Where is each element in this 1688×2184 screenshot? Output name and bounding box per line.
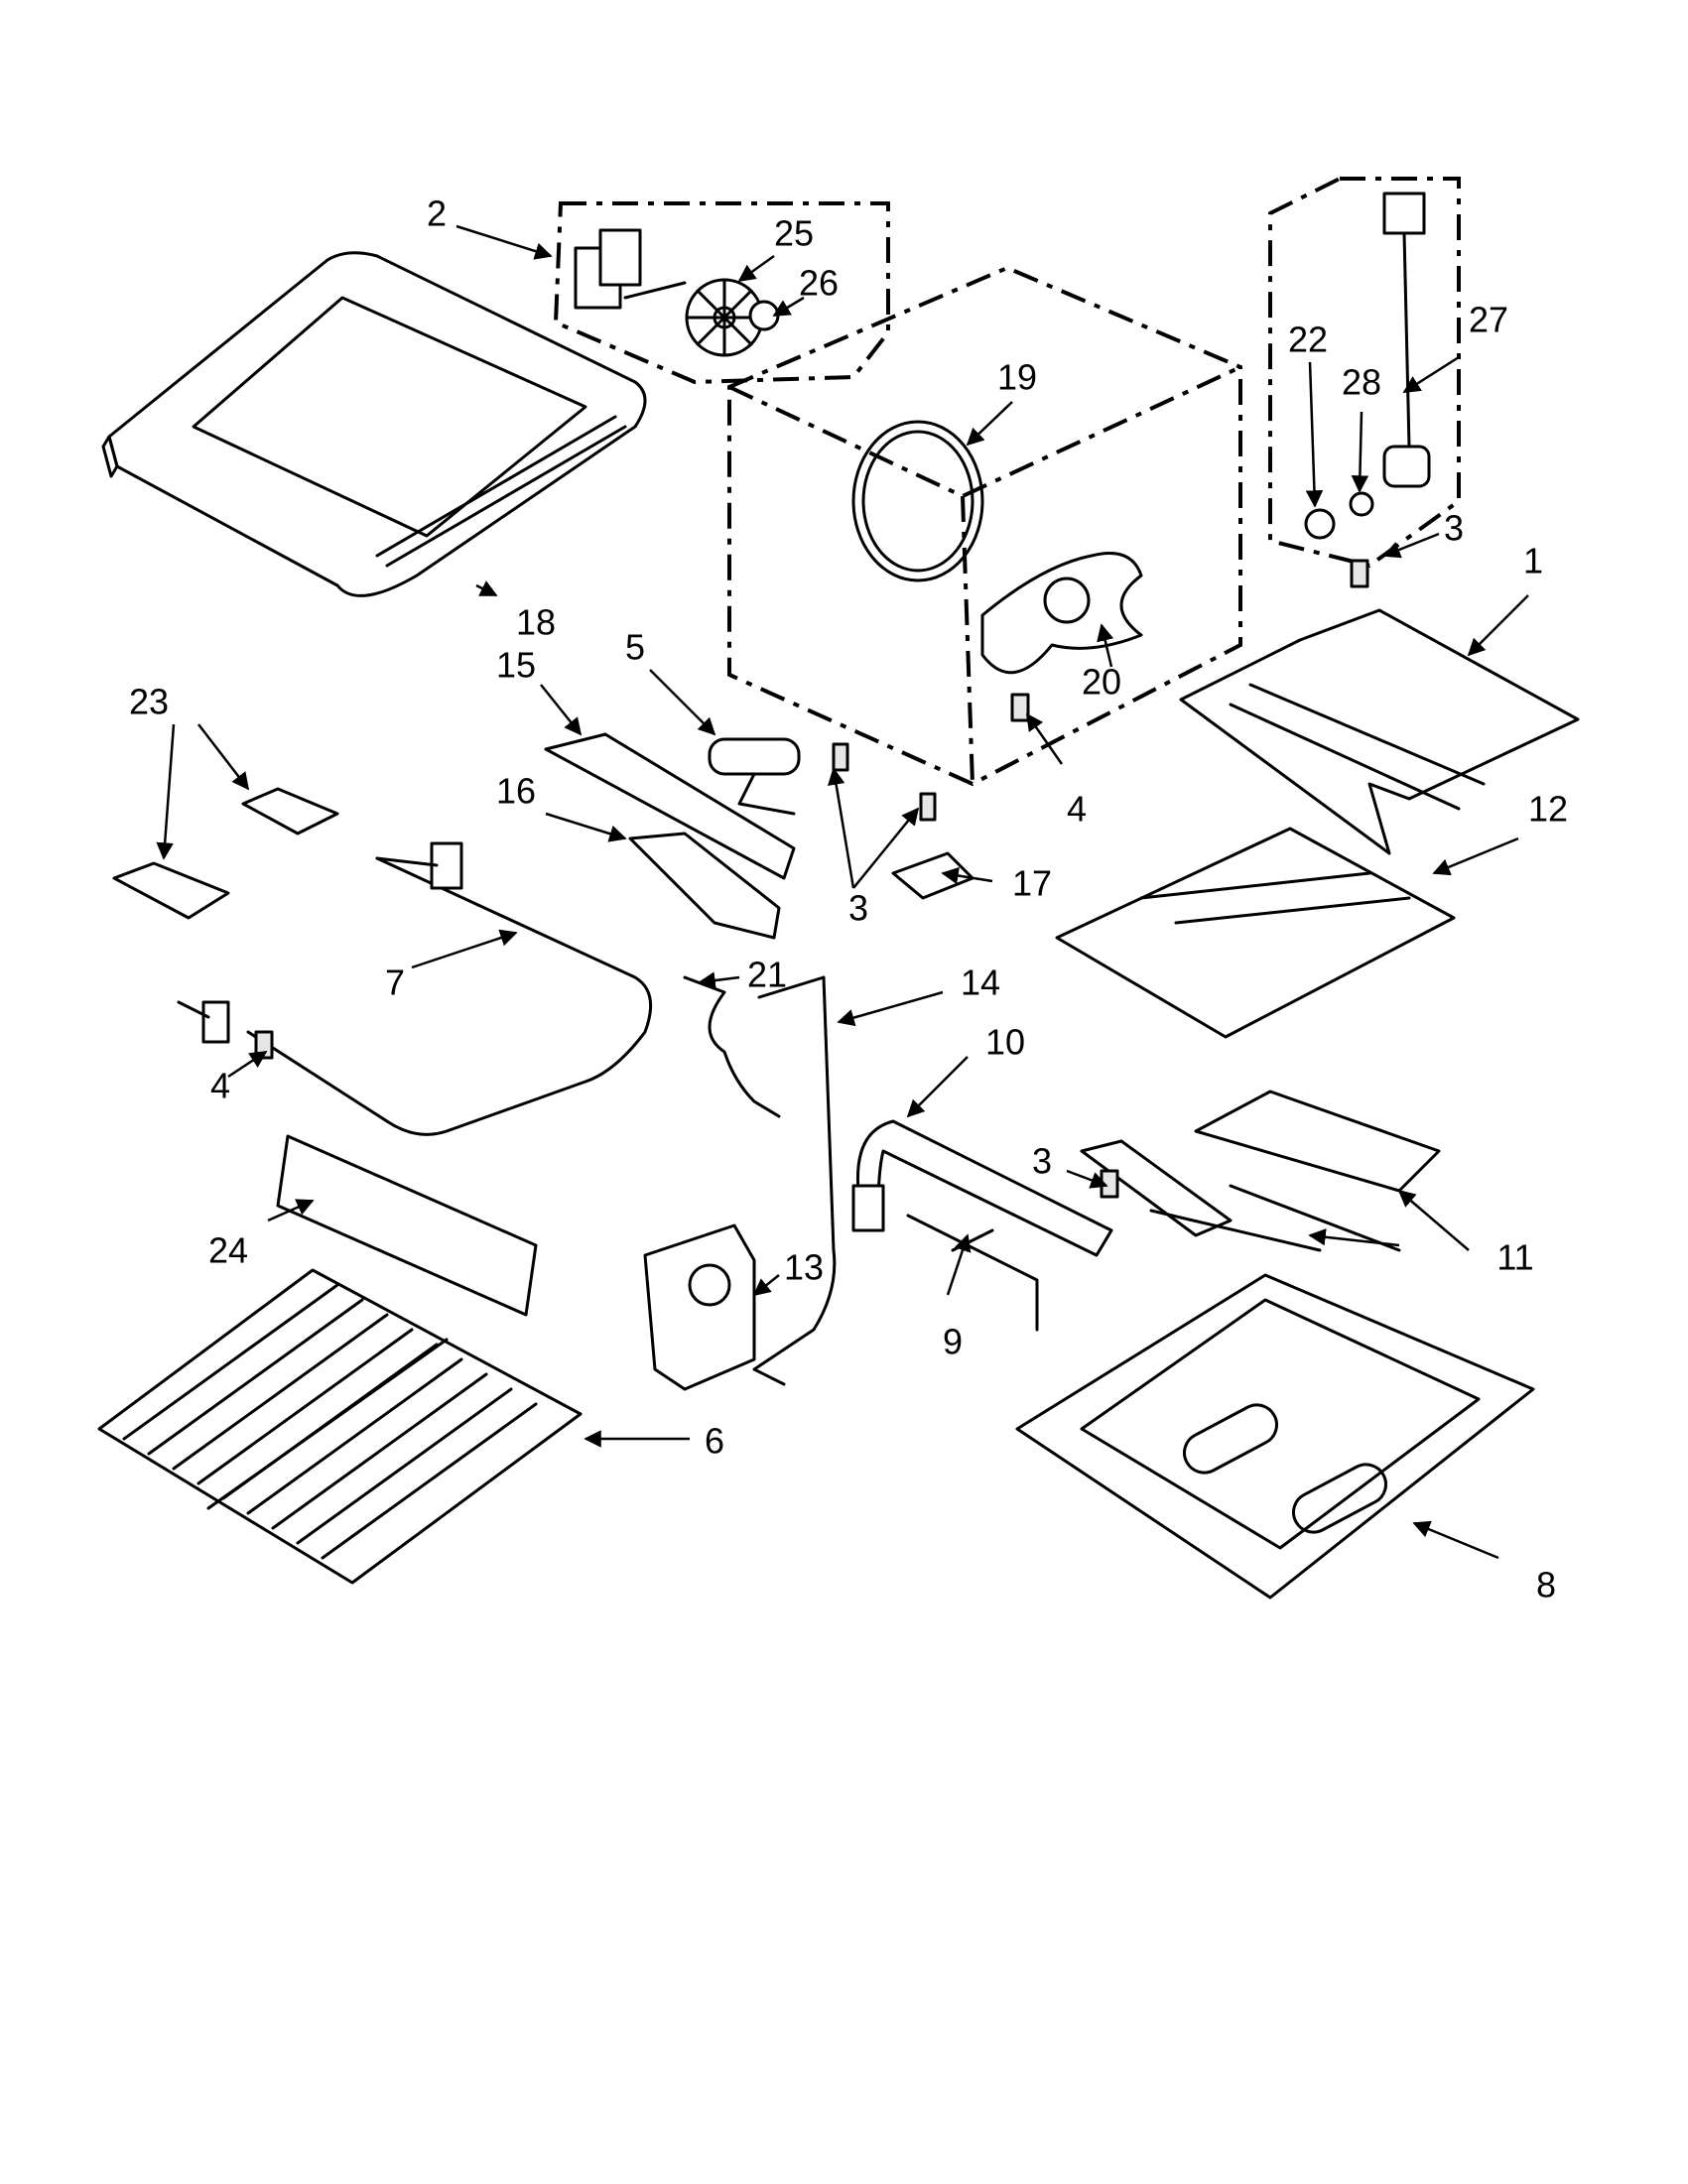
callout-27: 27	[1469, 300, 1508, 340]
heat-shield-part	[1179, 608, 1580, 855]
igniter-nut-part	[1304, 508, 1336, 540]
small-bracket-part-23	[112, 787, 339, 920]
callout-10: 10	[985, 1022, 1025, 1063]
bracket-part-11	[1080, 1090, 1441, 1252]
fan-nut-part	[748, 300, 780, 331]
callout-22: 22	[1288, 320, 1328, 360]
valve-fitting-part	[708, 737, 801, 816]
callout-24: 24	[208, 1230, 248, 1271]
callout-9: 9	[943, 1322, 963, 1362]
callout-12: 12	[1528, 789, 1568, 830]
gas-valve-part	[643, 1223, 756, 1391]
fan-motor-assembly	[553, 201, 890, 385]
igniter-assembly	[1268, 177, 1461, 569]
callout-14: 14	[961, 963, 1000, 1003]
callout-1: 1	[1523, 541, 1543, 581]
screw-part-4a	[1010, 693, 1030, 722]
callout-13: 13	[784, 1247, 824, 1288]
broil-element-part	[177, 841, 653, 1136]
callout-5: 5	[625, 627, 645, 668]
callout-8: 8	[1536, 1565, 1556, 1606]
oven-cavity-outline	[727, 265, 1242, 787]
callout-15: 15	[496, 645, 536, 686]
callout-3b: 3	[848, 888, 868, 929]
callout-26: 26	[799, 263, 839, 304]
callout-19: 19	[997, 357, 1037, 398]
callout-4a: 4	[1067, 789, 1087, 830]
callout-16: 16	[496, 771, 536, 812]
callout-28: 28	[1342, 362, 1381, 403]
callout-2: 2	[427, 193, 447, 234]
callout-3a: 3	[1444, 508, 1464, 549]
callout-4b: 4	[210, 1066, 230, 1106]
callout-21: 21	[747, 955, 787, 995]
sensor-part	[683, 975, 781, 1118]
callout-3c: 3	[1032, 1141, 1052, 1182]
callout-6: 6	[705, 1421, 724, 1462]
callout-25: 25	[774, 213, 814, 254]
broiler-pan-part	[1015, 1273, 1535, 1600]
burner-bracket-part-9	[906, 1214, 1039, 1332]
gas-tube-part	[752, 975, 837, 1386]
rack-guide-part	[276, 1134, 538, 1317]
igniter-washer-part	[1349, 491, 1374, 517]
callout-7: 7	[385, 963, 405, 1003]
bake-burner-part	[544, 732, 796, 940]
callout-20: 20	[1082, 662, 1121, 703]
convection-element-part	[851, 420, 984, 582]
callout-18: 18	[516, 602, 556, 643]
callout-11: 11	[1496, 1237, 1533, 1278]
broil-burner-part	[851, 1119, 1113, 1257]
leader-lines	[156, 224, 1529, 1560]
screw-part-3a	[1350, 559, 1369, 588]
top-panel-part	[101, 251, 647, 597]
callout-17: 17	[1012, 863, 1052, 904]
bottom-plate-part	[1055, 827, 1456, 1039]
callout-labels: 2 25 26 19 20 27 22 28 3 1 12 18 15 5 16…	[129, 193, 1568, 1606]
oven-rack-part	[97, 1268, 583, 1585]
screw-part-3c	[919, 792, 937, 822]
screw-part-3b	[832, 742, 849, 772]
fan-blade-part	[685, 278, 764, 357]
callout-23: 23	[129, 682, 169, 722]
fan-baffle-part	[980, 552, 1143, 675]
